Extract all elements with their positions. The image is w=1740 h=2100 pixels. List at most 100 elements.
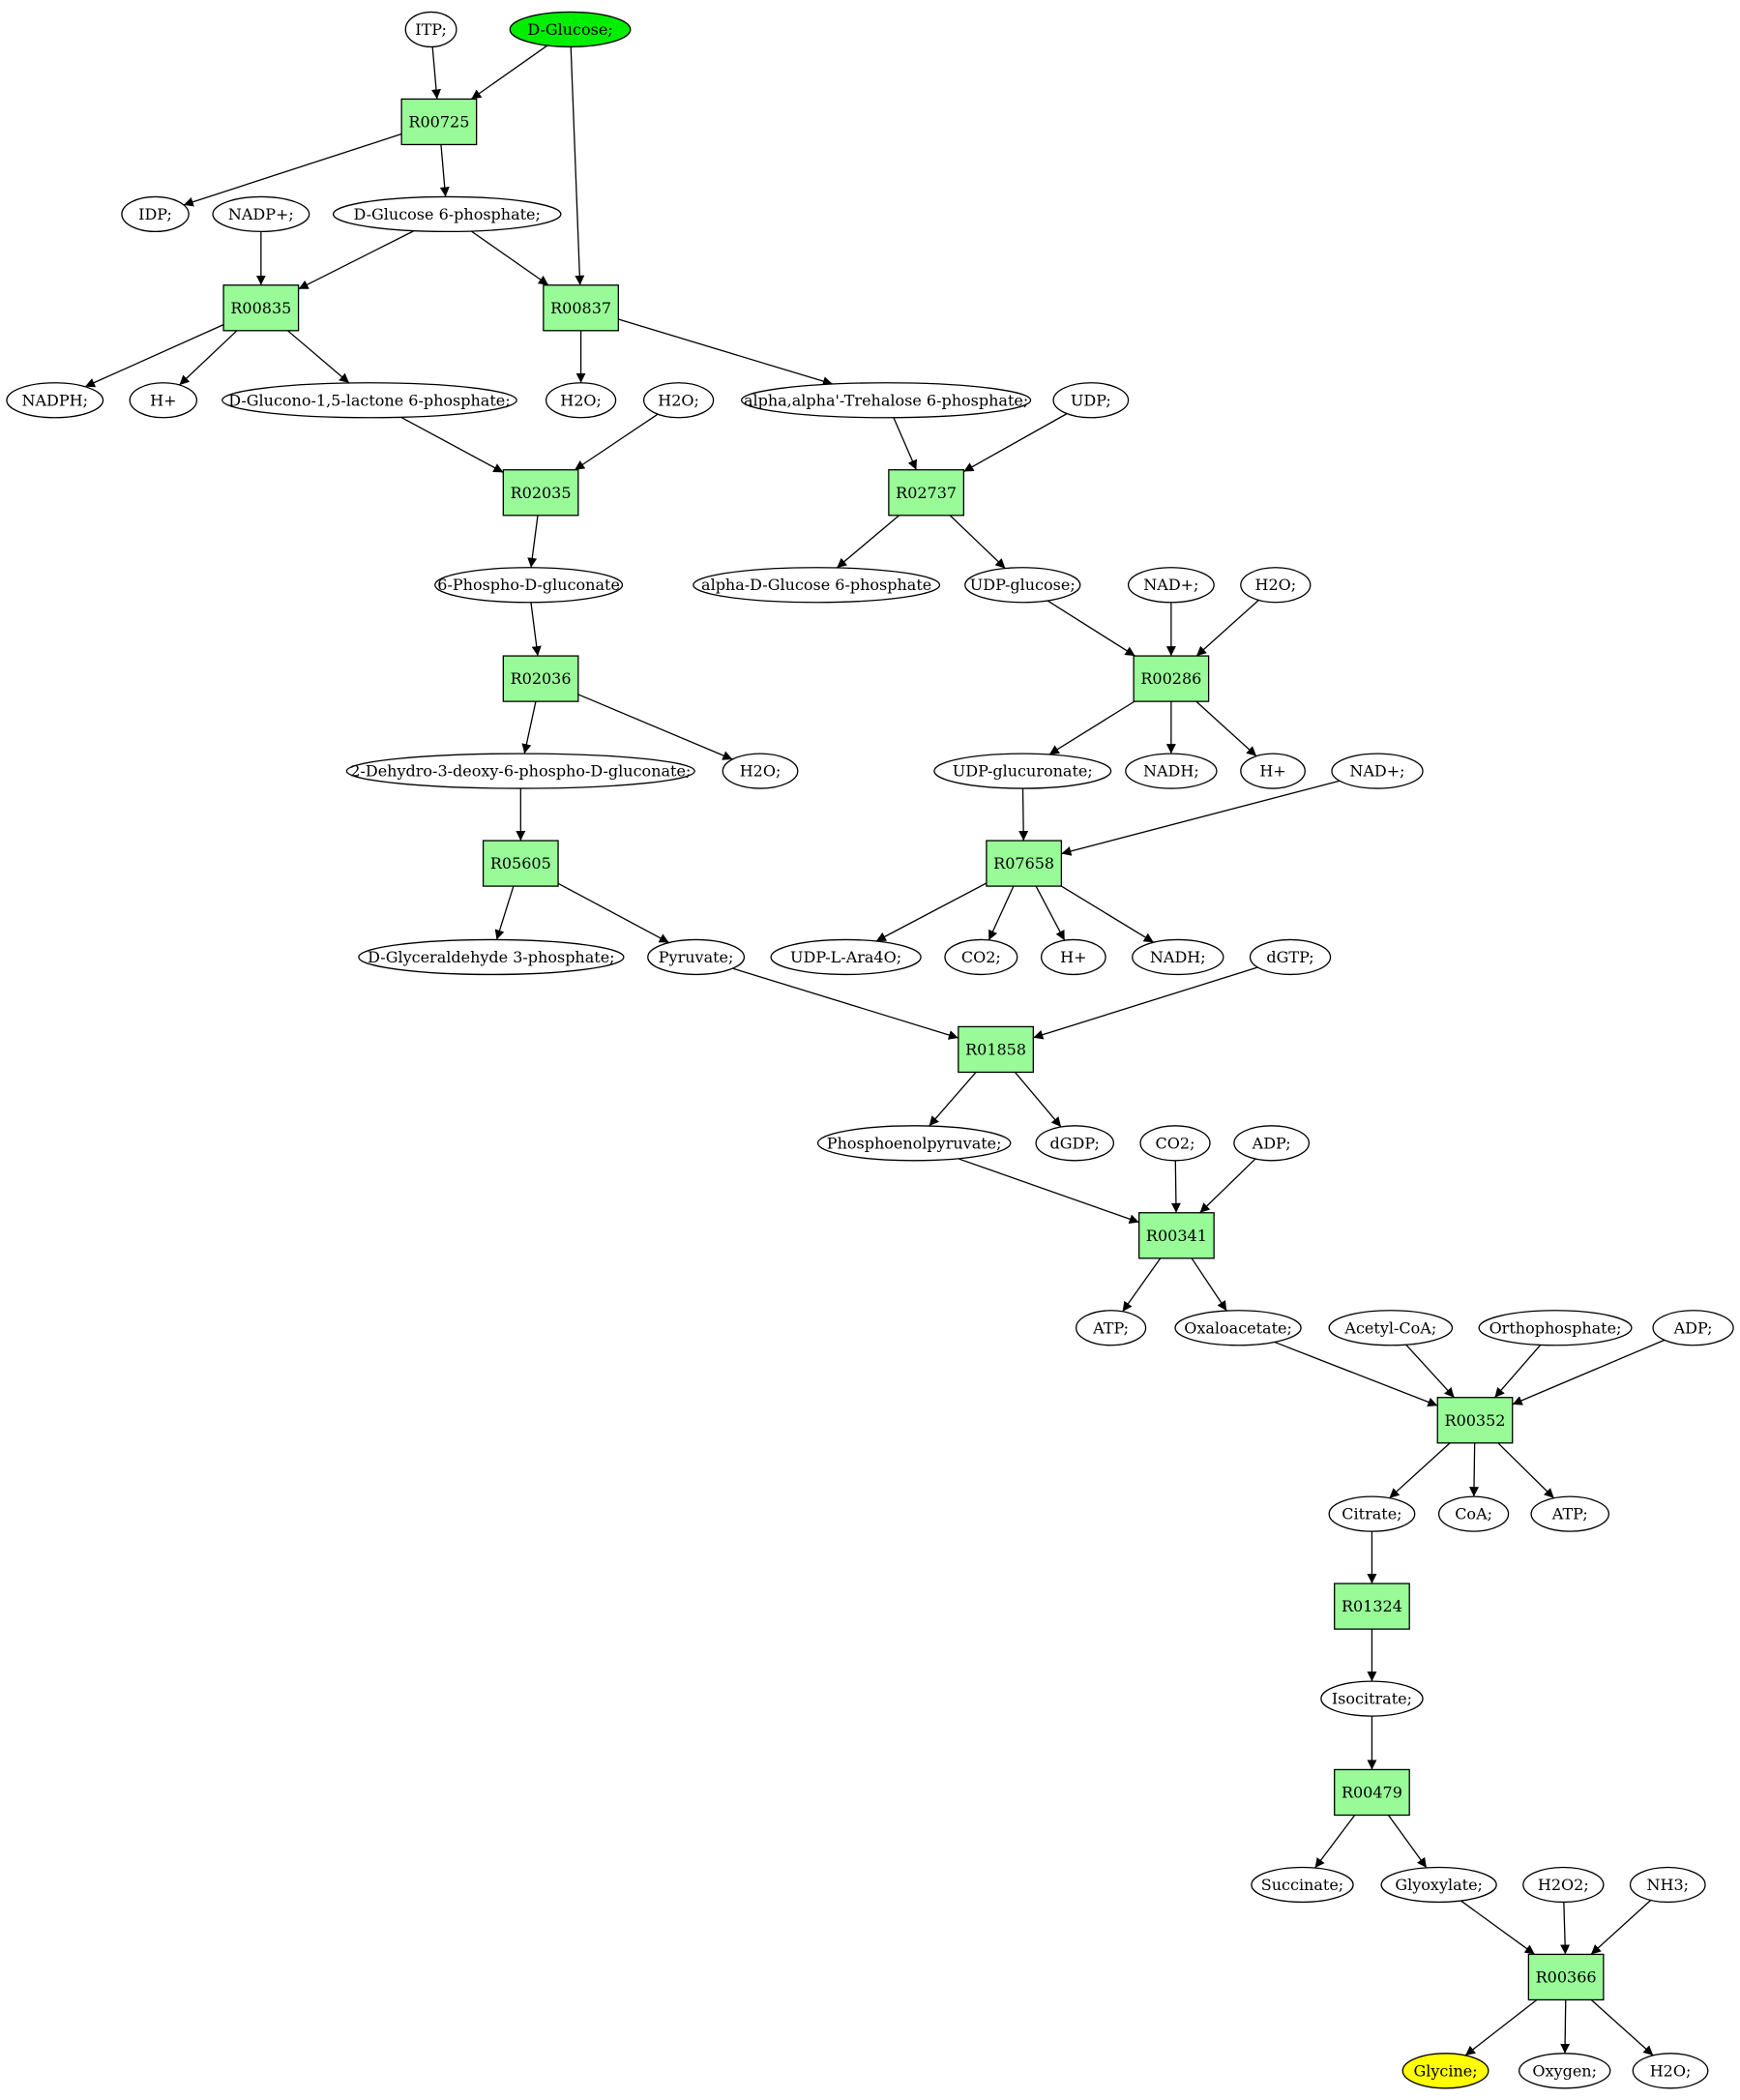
reaction-box — [1527, 1953, 1605, 2001]
compound-label: H2O; — [1650, 2061, 1692, 2080]
compound-label: NADPH; — [21, 391, 88, 409]
edge-r_00725-to-c_g6p — [439, 144, 450, 197]
edge-r_01858-to-c_dgdp — [1014, 1072, 1062, 1128]
reaction-label: R00366 — [1536, 1967, 1597, 1986]
compound-ellipse — [212, 195, 310, 233]
reaction-node-r_00725: R00725 — [400, 98, 478, 146]
compound-ellipse — [1632, 2053, 1709, 2089]
edge-r_00341-to-c_atp1 — [1122, 1257, 1162, 1313]
edge-r_02737-to-c_ag6p — [836, 515, 900, 569]
compound-label: NADP+; — [228, 205, 294, 223]
compound-node-c_dgdp: dGDP; — [1035, 1125, 1115, 1162]
compound-label: Isocitrate; — [1332, 1690, 1412, 1708]
compound-label: ATP; — [1551, 1505, 1588, 1523]
compound-node-c_atp2: ATP; — [1530, 1495, 1610, 1532]
edge-r_00352-to-c_atp2 — [1497, 1442, 1555, 1499]
reaction-label: R01858 — [965, 1040, 1026, 1058]
reaction-node-r_00837: R00837 — [543, 284, 619, 332]
compound-label: dGDP; — [1050, 1134, 1100, 1152]
reaction-label: R00835 — [230, 299, 291, 317]
compound-ellipse — [1174, 1310, 1302, 1346]
compound-label: H2O; — [560, 391, 602, 409]
compound-ellipse — [358, 938, 625, 976]
compound-node-c_udpara: UDP-L-Ara4O; — [770, 938, 922, 976]
compound-label: H2O; — [658, 391, 699, 409]
compound-label: Citrate; — [1342, 1505, 1401, 1523]
compound-label: UDP-glucose; — [970, 576, 1076, 594]
edge-r_00352-to-c_coa — [1469, 1442, 1480, 1497]
compound-ellipse — [1052, 382, 1130, 419]
compound-ellipse — [816, 1125, 1012, 1162]
edge-c_udpglucose-to-r_00286 — [1047, 600, 1135, 657]
edge-c_acetylcoa-to-r_00352 — [1405, 1344, 1455, 1399]
edge-c_nh3-to-r_00366 — [1590, 1899, 1652, 1955]
compound-node-c_atp1: ATP; — [1075, 1310, 1147, 1346]
reaction-label: R00725 — [408, 112, 469, 131]
compound-ellipse — [722, 753, 799, 789]
compound-node-c_coa: CoA; — [1437, 1495, 1510, 1532]
compound-node-c_dglucose: D-Glucose; — [509, 11, 632, 48]
reaction-box — [222, 284, 300, 332]
edge-r_00286-to-c_udpglcur — [1048, 700, 1135, 755]
compound-label: NADH; — [1150, 948, 1206, 966]
compound-ellipse — [1331, 753, 1424, 789]
compound-ellipse — [1249, 938, 1332, 976]
compound-ellipse — [1522, 1866, 1605, 1904]
edge-r_00837-to-c_trehalose6p — [618, 318, 834, 386]
compound-label: Orthophosphate; — [1489, 1318, 1622, 1337]
compound-node-c_h2o4: H2O; — [722, 753, 799, 789]
compound-node-c_isocitrate: Isocitrate; — [1320, 1680, 1424, 1717]
compound-label: 2-Dehydro-3-deoxy-6-phospho-D-gluconate; — [350, 762, 691, 781]
edge-c_co2b-to-r_00341 — [1170, 1160, 1181, 1213]
compound-node-c_pyruvate: Pyruvate; — [647, 938, 746, 976]
compound-ellipse — [1075, 1310, 1147, 1346]
edge-r_02036-to-c_h2o4 — [577, 694, 733, 760]
reaction-label: R00479 — [1342, 1783, 1402, 1801]
reaction-box — [1133, 655, 1210, 702]
compound-node-c_citrate: Citrate; — [1328, 1495, 1416, 1532]
compound-label: ATP; — [1092, 1318, 1129, 1337]
compound-ellipse — [1233, 1125, 1311, 1162]
compound-label: D-Glyceraldehyde 3-phosphate; — [368, 948, 614, 966]
compound-node-c_nad2: NAD+; — [1331, 753, 1424, 789]
edge-r_00835-to-c_hplus1 — [179, 330, 238, 386]
compound-label: H+ — [150, 391, 176, 409]
compound-node-c_hplus2: H+ — [1240, 753, 1306, 789]
compound-node-c_h2o1: H2O; — [545, 382, 617, 419]
compound-label: CO2; — [961, 948, 1001, 966]
reaction-label: R05605 — [490, 854, 551, 873]
compound-node-c_udp: UDP; — [1052, 382, 1130, 419]
edge-c_udp-to-r_02737 — [963, 413, 1068, 473]
compound-node-c_co2b: CO2; — [1139, 1125, 1211, 1162]
edge-r_00835-to-c_nadph — [84, 324, 224, 388]
compound-ellipse — [1401, 2053, 1489, 2089]
reaction-node-r_00286: R00286 — [1133, 655, 1210, 702]
edge-c_adp1-to-r_00341 — [1199, 1158, 1256, 1214]
edge-c_pep-to-r_00341 — [958, 1158, 1139, 1225]
reaction-label: R00286 — [1140, 669, 1201, 688]
compound-label: H2O; — [1254, 576, 1296, 594]
reaction-label: R01324 — [1342, 1597, 1402, 1615]
reaction-box — [400, 98, 478, 146]
compound-label: NAD+; — [1349, 762, 1404, 781]
reaction-box — [1334, 1582, 1410, 1630]
compound-ellipse — [6, 382, 104, 419]
compound-ellipse — [121, 195, 190, 233]
edge-r_00479-to-c_succinate — [1314, 1815, 1356, 1869]
edge-c_itp-to-r_00725 — [431, 46, 441, 100]
reaction-box — [482, 840, 559, 887]
compound-node-c_pi: Orthophosphate; — [1478, 1310, 1633, 1346]
compound-label: IDP; — [138, 205, 172, 223]
compound-ellipse — [545, 382, 617, 419]
edge-c_adp2-to-r_00352 — [1512, 1339, 1666, 1405]
compound-label: D-Glucose 6-phosphate; — [353, 205, 540, 223]
compound-node-c_nh3: NH3; — [1629, 1866, 1706, 1904]
compound-node-c_nad1: NAD+; — [1127, 567, 1215, 604]
compound-ellipse — [1240, 753, 1306, 789]
compound-node-c_adp1: ADP; — [1233, 1125, 1311, 1162]
edge-r_00835-to-c_gluconolactone — [287, 330, 350, 384]
edge-c_pi-to-r_00352 — [1493, 1344, 1542, 1399]
reaction-label: R00352 — [1445, 1411, 1506, 1430]
compound-label: H+ — [1259, 762, 1285, 781]
